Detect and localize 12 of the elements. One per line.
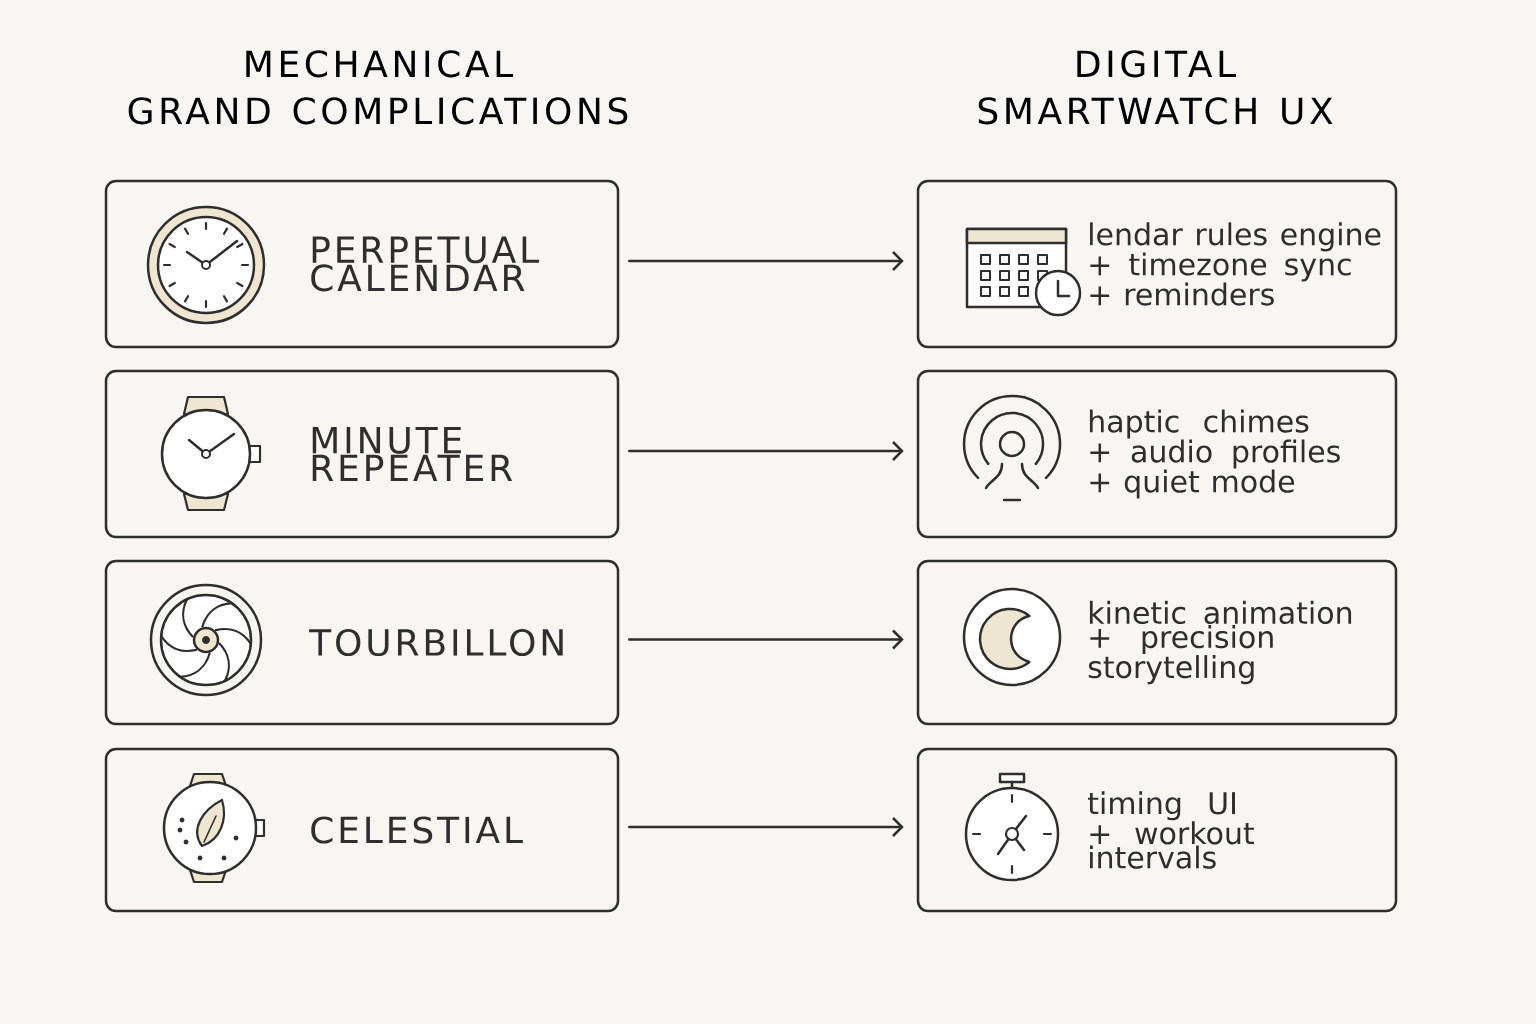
column-heading: MECHANICAL GRAND COMPLICATIONS (128, 50, 628, 125)
complication-box: CELESTIAL (104, 747, 620, 913)
feature-box: timing UI + workout intervals (916, 747, 1398, 913)
column-heading: DIGITAL SMARTWATCH UX (978, 50, 1333, 125)
arrow (628, 817, 904, 837)
arrow (628, 629, 904, 650)
feature-box: haptic chimes + audio profiles + quiet mode (916, 369, 1398, 539)
complication-box: TOURBILLON (104, 559, 620, 726)
arrow (628, 441, 904, 461)
complication-box: MINUTE REPEATER (104, 369, 620, 539)
arrow (628, 251, 904, 271)
feature-box: kinetic animation + precision storytelling (916, 559, 1398, 726)
